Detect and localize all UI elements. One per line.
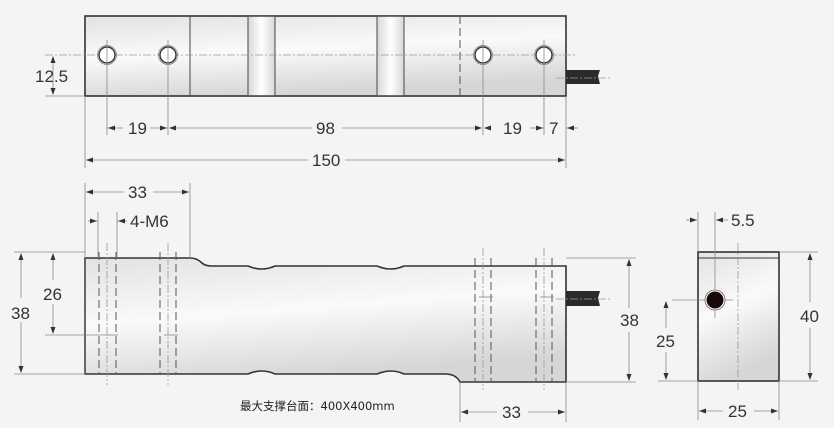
cable-icon bbox=[566, 70, 600, 84]
dim-cable-offset: 5.5 bbox=[731, 211, 755, 230]
side-view: 33 4-M6 38 26 38 bbox=[11, 183, 639, 422]
support-platform-note: 最大支撑台面：400X400mm bbox=[240, 399, 395, 413]
side-view-body bbox=[84, 257, 567, 383]
dim-total-length: 150 bbox=[312, 151, 340, 170]
dim-edge-to-hole: 12.5 bbox=[35, 67, 68, 86]
dim-mount-length-left: 33 bbox=[128, 183, 147, 202]
groove-left bbox=[248, 16, 275, 96]
top-view: 12.5 19 98 19 7 150 bbox=[35, 15, 610, 170]
cable-icon bbox=[566, 291, 600, 306]
dim-hole-gap: 98 bbox=[316, 119, 335, 138]
dim-hole-spacing-right: 19 bbox=[503, 119, 522, 138]
end-view-body bbox=[697, 251, 780, 382]
dim-end-height: 40 bbox=[800, 307, 819, 326]
end-view: 5.5 25 40 25 bbox=[656, 211, 819, 421]
dim-height-left: 38 bbox=[11, 304, 30, 323]
dim-mount-length-right: 33 bbox=[502, 403, 521, 422]
dim-thread-spec: 4-M6 bbox=[130, 212, 169, 231]
top-view-body bbox=[84, 15, 567, 97]
cable-entry-icon bbox=[704, 289, 726, 311]
dim-hole-spacing-left: 19 bbox=[128, 119, 147, 138]
dim-hole-to-end: 7 bbox=[549, 119, 558, 138]
dim-cable-height: 25 bbox=[656, 332, 675, 351]
dim-thread-depth: 26 bbox=[43, 285, 62, 304]
dim-end-width: 25 bbox=[728, 402, 747, 421]
dim-height-right: 38 bbox=[620, 311, 639, 330]
groove-right bbox=[377, 16, 404, 96]
